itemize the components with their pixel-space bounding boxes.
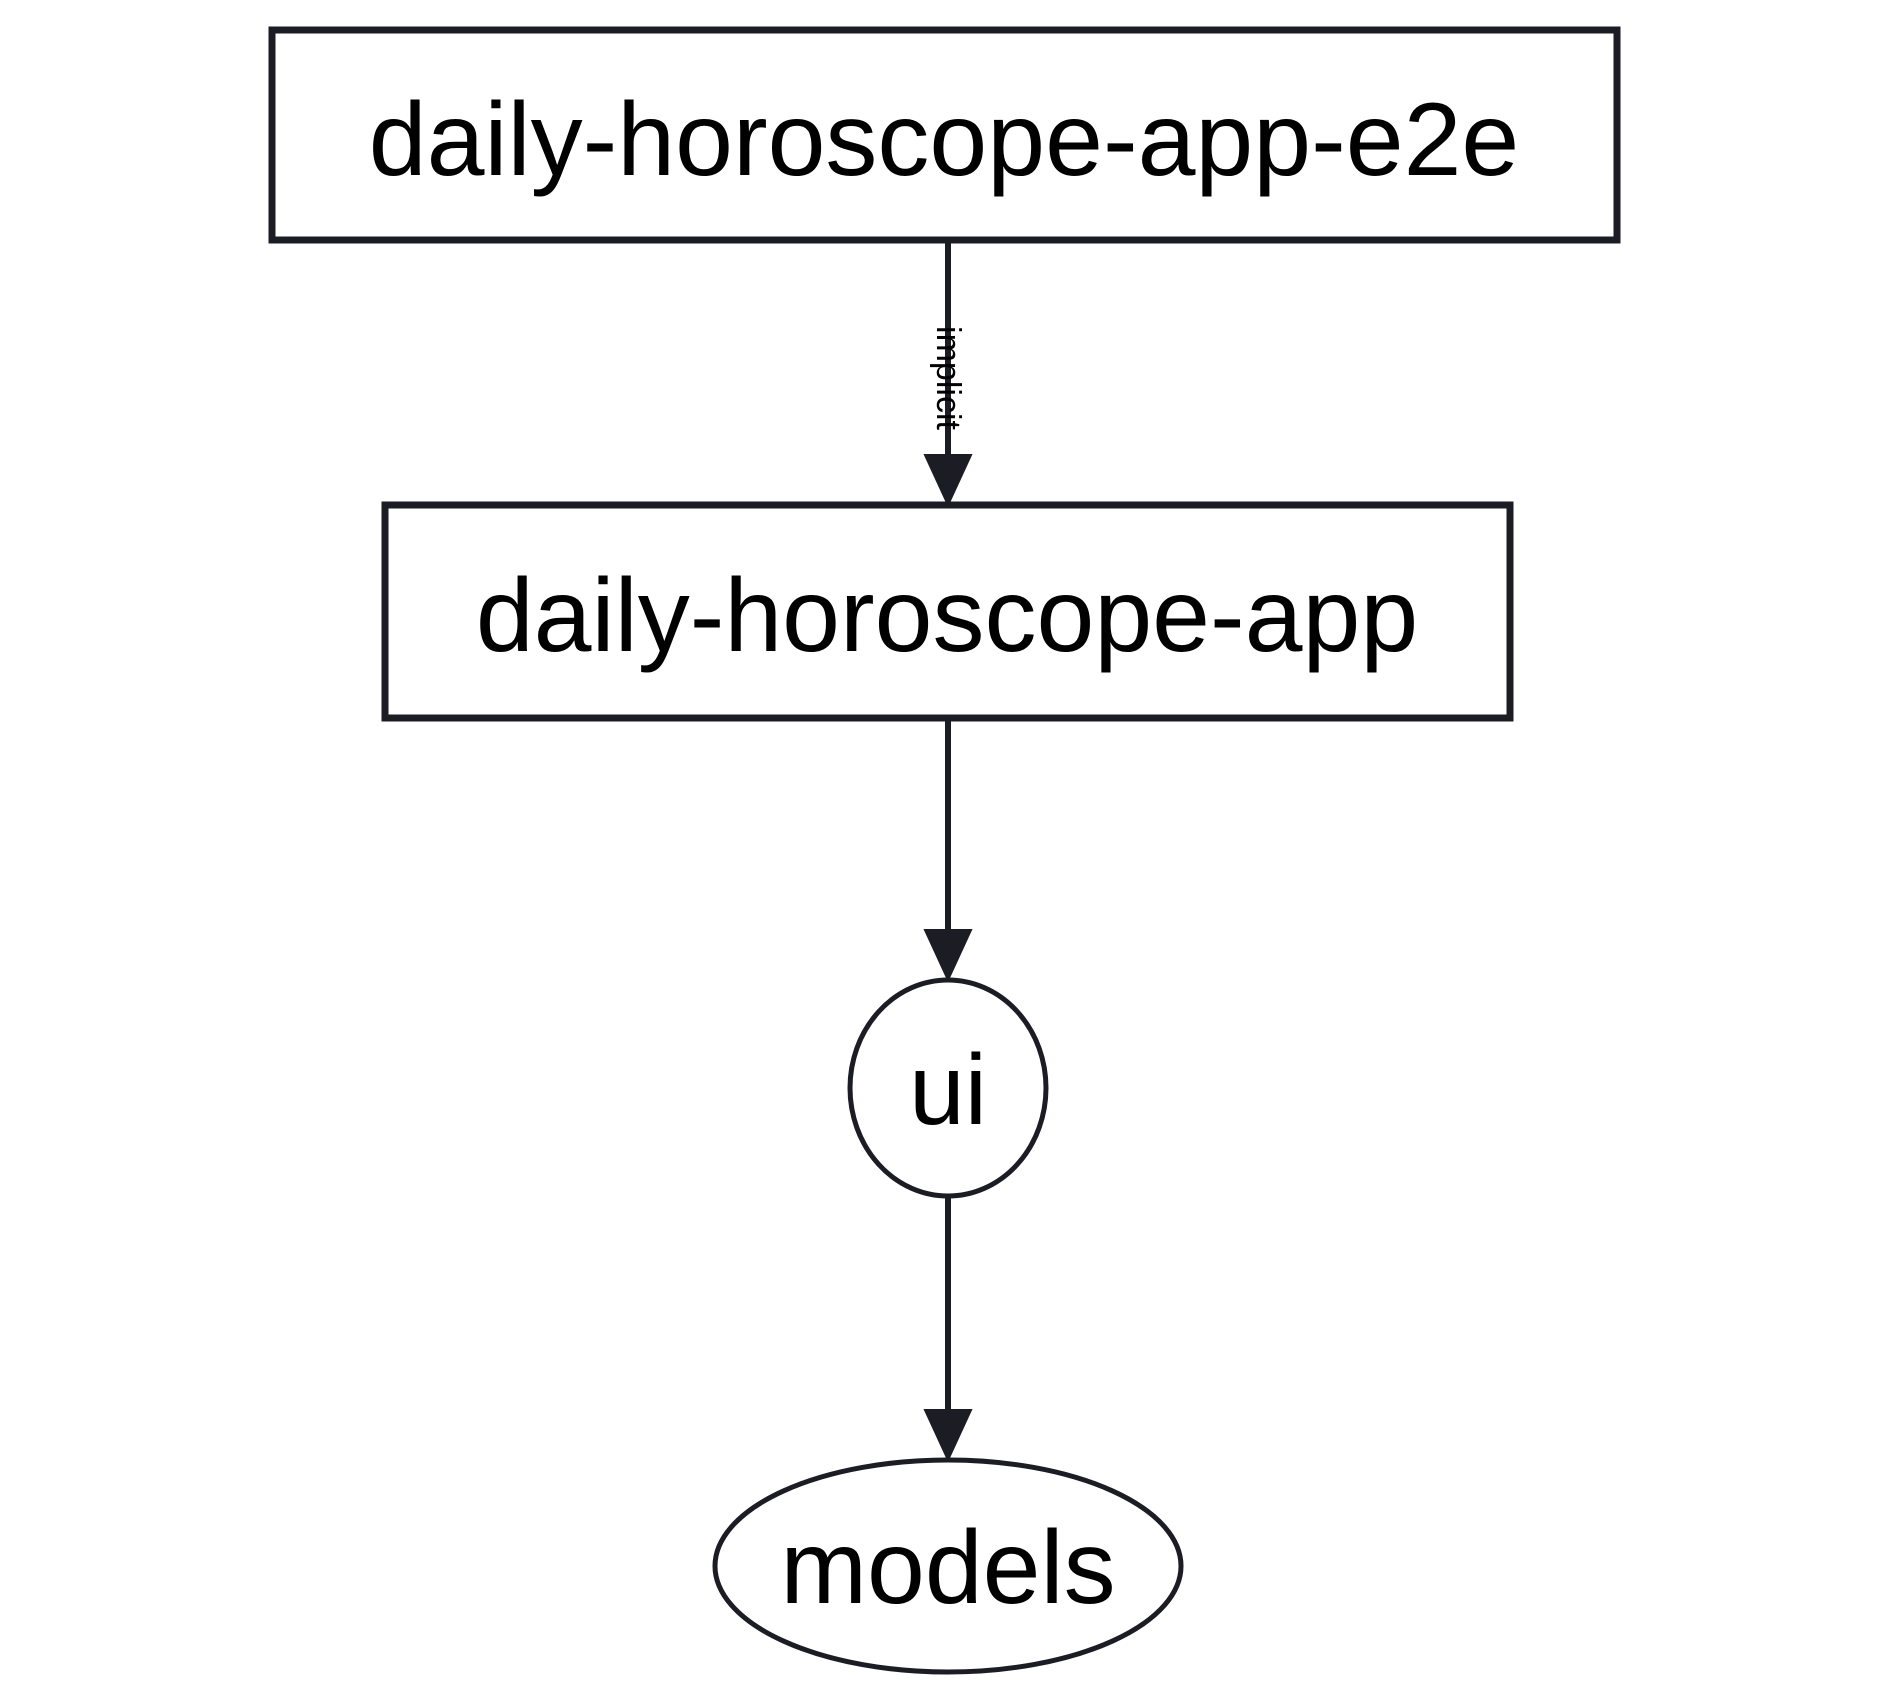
edge-app-to-ui[interactable]	[923, 718, 973, 983]
arrowhead-icon	[923, 454, 973, 508]
node-label-ui: ui	[909, 1034, 987, 1146]
node-daily-horoscope-app[interactable]: daily-horoscope-app	[381, 501, 1514, 722]
node-label-models: models	[780, 1510, 1115, 1626]
arrowhead-icon	[923, 1409, 973, 1463]
edge-e2e-to-app[interactable]: implicit	[923, 240, 973, 508]
node-daily-horoscope-app-e2e[interactable]: daily-horoscope-app-e2e	[268, 26, 1621, 244]
node-ellipse-models[interactable]	[712, 1457, 1184, 1675]
node-ui[interactable]: ui	[847, 977, 1049, 1199]
arrowhead-icon	[923, 929, 973, 983]
node-label-e2e: daily-horoscope-app-e2e	[369, 82, 1520, 198]
edge-label-implicit: implicit	[929, 326, 967, 430]
node-models[interactable]: models	[712, 1457, 1184, 1675]
node-label-app: daily-horoscope-app	[476, 558, 1418, 674]
edge-ui-to-models[interactable]	[923, 1196, 973, 1463]
node-rect-app[interactable]	[381, 501, 1514, 722]
node-rect-e2e[interactable]	[268, 26, 1621, 244]
